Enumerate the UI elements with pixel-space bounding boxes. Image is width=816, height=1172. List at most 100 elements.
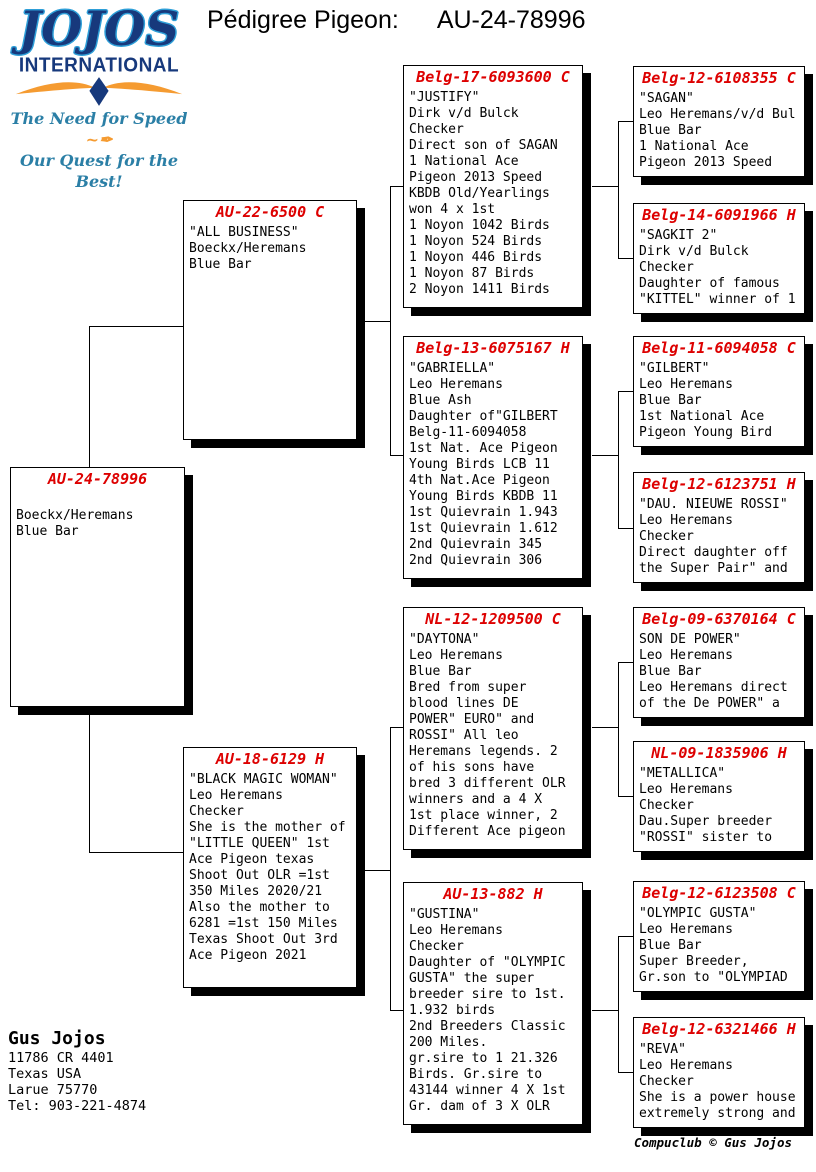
detail-line: 1 National Ace [409,154,519,169]
detail-line: Dirk v/d Bulck [409,106,519,121]
pedigree-box-ss-dam: Belg-14-6091966 H "SAGKIT 2"Dirk v/d Bul… [633,203,805,314]
detail-line: Dau.Super breeder [639,814,773,829]
pedigree-box-dd-sire: Belg-12-6123508 C "OLYMPIC GUSTA"Leo Her… [633,881,805,992]
connector-line [390,186,403,187]
detail-line: 2 Noyon 1411 Birds [409,282,550,297]
detail-line: Blue Ash [409,393,472,408]
detail-line: Boeckx/Heremans [189,241,307,256]
detail-line: ROSSI" All leo [409,728,519,743]
detail-line: Dirk v/d Bulck [639,244,749,259]
detail-line: "DAU. NIEUWE ROSSI" [639,497,788,512]
connector-line [618,528,633,529]
connector-line [592,1010,618,1011]
owner-address-line: Larue 75770 [8,1082,98,1098]
connector-line [89,852,183,853]
detail-line: won 4 x 1st [409,202,496,217]
detail-line: Leo Heremans direct [639,680,788,695]
detail-line: "GUSTINA" [409,907,480,922]
detail-line: Daughter of"GILBERT [409,409,558,424]
detail-line: 1st Quievrain 1.612 [409,521,558,536]
ring-number: Belg-12-6123751 H [642,475,796,493]
tagline-dash: ~✒ [85,130,113,149]
ring-number: AU-22-6500 C [215,203,325,221]
detail-line: extremely strong and [639,1106,796,1121]
connector-line [89,326,183,327]
detail-line: 350 Miles 2020/21 [189,884,323,899]
logo-swoosh-graphic [15,77,183,106]
ring-number: AU-13-882 H [443,885,543,903]
connector-line [618,662,633,663]
detail-line: Leo Heremans [639,648,733,663]
pedigree-box-sire: AU-22-6500 C "ALL BUSINESS"Boeckx/Herema… [183,200,357,440]
owner-name: Gus Jojos [8,1028,106,1049]
connector-line [618,796,633,797]
detail-line: Pigeon Young Bird [639,425,773,440]
owner-info: Gus Jojos 11786 CR 4401 Texas USA Larue … [8,1028,146,1114]
detail-line: "ALL BUSINESS" [189,225,299,240]
detail-line: POWER" EURO" and [409,712,535,727]
connector-line [390,186,391,456]
detail-line: Checker [639,798,694,813]
detail-line: "ROSSI" sister to [639,830,773,845]
detail-line [16,492,181,508]
owner-phone: Tel: 903-221-4874 [8,1098,147,1114]
logo: JOJOS INTERNATIONAL The Need for Speed ~… [8,6,190,192]
detail-line: bred 3 different OLR [409,776,566,791]
detail-line: 1st place winner, 2 [409,808,558,823]
ring-number: Belg-12-6108355 C [642,69,796,87]
detail-line: 1 Noyon 446 Birds [409,250,543,265]
connector-line [618,662,619,797]
detail-line: 1st Nat. Ace Pigeon [409,441,558,456]
logo-tagline-2: Our Quest for the Best! [19,151,179,191]
detail-line: Young Birds KBDB 11 [409,489,558,504]
detail-line: 1st National Ace [639,409,765,424]
detail-line: SON DE POWER" [639,632,741,647]
pedigree-box-sire-sire: Belg-17-6093600 C "JUSTIFY"Dirk v/d Bulc… [403,65,583,308]
pedigree-box-ds-sire: Belg-09-6370164 C SON DE POWER"Leo Herem… [633,607,805,718]
detail-line: Leo Heremans [409,648,503,663]
detail-line: Leo Heremans [639,782,733,797]
detail-line: Checker [639,529,694,544]
ring-number: Belg-13-6075167 H [416,339,570,357]
detail-line: Leo Heremans [189,788,283,803]
detail-line: Leo Heremans [639,1058,733,1073]
detail-line: Checker [639,1074,694,1089]
detail-line: of his sons have [409,760,535,775]
connector-line [390,727,391,1011]
connector-line [390,1010,403,1011]
subject-ring-number: AU-24-78996 [436,6,586,34]
detail-line: Blue Bar [639,123,702,138]
detail-line: Gr. dam of 3 X OLR [409,1099,550,1114]
connector-line [618,936,619,1073]
detail-line: gr.sire to 1 21.326 [409,1051,558,1066]
detail-line: Ace Pigeon texas [189,852,315,867]
detail-line: "JUSTIFY" [409,90,480,105]
detail-line: Blue Bar [639,393,702,408]
detail-line: Belg-11-6094058 [409,425,527,440]
detail-line: Ace Pigeon 2021 [189,948,307,963]
detail-line: "SAGKIT 2" [639,228,718,243]
detail-line: She is a power house [639,1090,796,1105]
connector-line [365,321,390,322]
ring-number: Belg-12-6123508 C [642,884,796,902]
detail-line: 1st Quievrain 1.943 [409,505,558,520]
detail-line: 2nd Quievrain 306 [409,553,543,568]
detail-line: "OLYMPIC GUSTA" [639,906,757,921]
detail-line: 6281 =1st 150 Miles [189,916,338,931]
ring-number: NL-12-1209500 C [425,610,561,628]
detail-line: Texas Shoot Out 3rd [189,932,338,947]
detail-line: 1 Noyon 524 Birds [409,234,543,249]
page-title-label: Pédigree Pigeon: [207,6,399,34]
connector-line [618,258,633,259]
detail-line: GUSTA" the super [409,971,535,986]
detail-line: breeder sire to 1st. [409,987,566,1002]
